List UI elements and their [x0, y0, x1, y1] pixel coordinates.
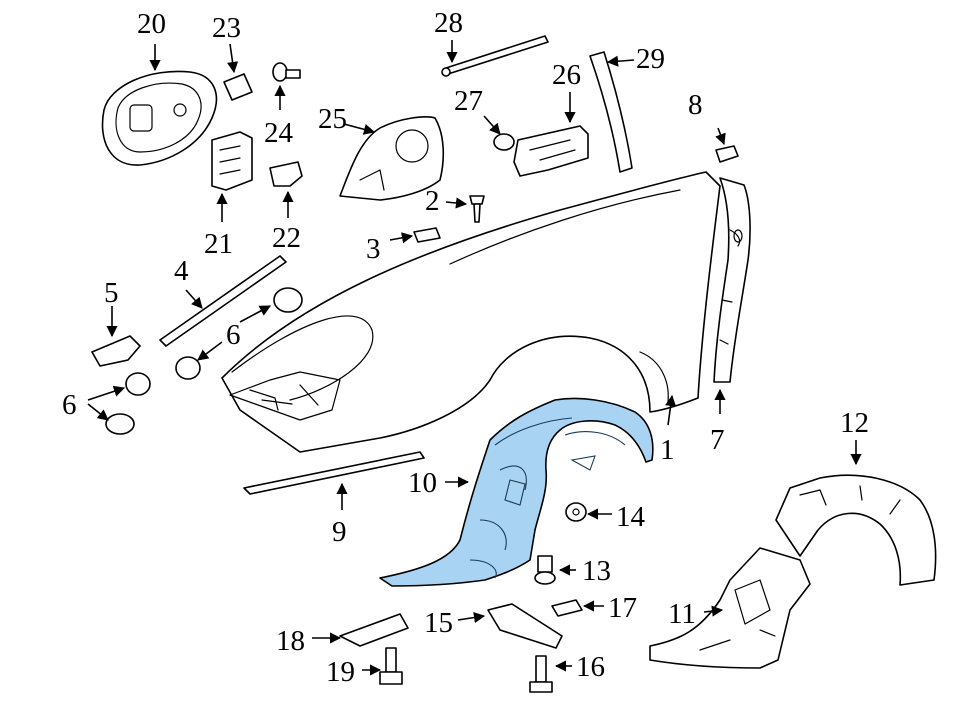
callout-23: 23 [212, 12, 241, 44]
part-20-housing-plate [101, 70, 218, 166]
callout-6b: 6 [62, 389, 77, 421]
callout-18: 18 [276, 625, 305, 657]
callout-22: 22 [272, 222, 301, 254]
part-4-brace [159, 255, 287, 347]
part-6-grommets [105, 287, 303, 435]
part-29-strip [589, 51, 633, 173]
part-28-rod [441, 35, 549, 77]
part-25-housing [339, 116, 445, 201]
callout-16: 16 [576, 651, 605, 683]
part-19-bolt [379, 647, 403, 685]
callout-7: 7 [710, 424, 725, 456]
part-1-fender [221, 171, 721, 453]
callout-9: 9 [332, 516, 347, 548]
callout-15: 15 [424, 607, 453, 639]
callout-4: 4 [174, 255, 189, 287]
callout-10: 10 [408, 467, 437, 499]
callout-21: 21 [204, 228, 233, 260]
callout-28: 28 [434, 7, 463, 39]
part-16-bolt [529, 655, 553, 693]
callout-26: 26 [552, 59, 581, 91]
part-24-push-pin [272, 62, 301, 82]
callout-17: 17 [608, 592, 637, 624]
callout-3: 3 [366, 233, 381, 265]
part-14-nut [565, 502, 587, 522]
callout-13: 13 [582, 555, 611, 587]
part-15-strip [487, 603, 563, 649]
part-26-bracket-assembly [513, 125, 589, 177]
callout-14: 14 [616, 501, 646, 533]
part-13-bolt [534, 555, 556, 585]
callout-2: 2 [425, 185, 440, 217]
callout-20: 20 [137, 8, 166, 40]
callout-labels: 1 2 3 4 5 6 6 7 8 9 10 11 12 13 14 15 16… [62, 7, 869, 688]
part-3-nut-clip [413, 227, 441, 243]
part-9-molding-strip [243, 451, 425, 495]
callout-24: 24 [264, 117, 294, 149]
part-21-bracket [211, 131, 253, 191]
part-7-bracket [713, 177, 751, 383]
part-11-lower-liner [649, 547, 811, 669]
callout-8: 8 [688, 89, 703, 121]
part-18-bracket [339, 613, 409, 647]
callout-5: 5 [104, 277, 119, 309]
callout-19: 19 [326, 656, 355, 688]
part-17-clip [551, 599, 583, 617]
part-22-clip [269, 161, 303, 187]
callout-12: 12 [840, 407, 869, 439]
part-5-bracket [91, 335, 141, 367]
part-12-rear-liner [775, 474, 937, 586]
part-10-fender-liner [379, 397, 654, 587]
callout-11: 11 [668, 598, 696, 630]
callout-29: 29 [636, 43, 665, 75]
callout-25: 25 [318, 103, 347, 135]
callout-1: 1 [660, 434, 675, 466]
part-27-grommet [493, 133, 515, 151]
part-2-bolt [469, 195, 485, 223]
callout-6a: 6 [226, 319, 241, 351]
part-23-clip [223, 73, 253, 101]
callout-27: 27 [454, 85, 483, 117]
leader-lines [87, 40, 862, 676]
part-8-push-clip [715, 145, 739, 163]
